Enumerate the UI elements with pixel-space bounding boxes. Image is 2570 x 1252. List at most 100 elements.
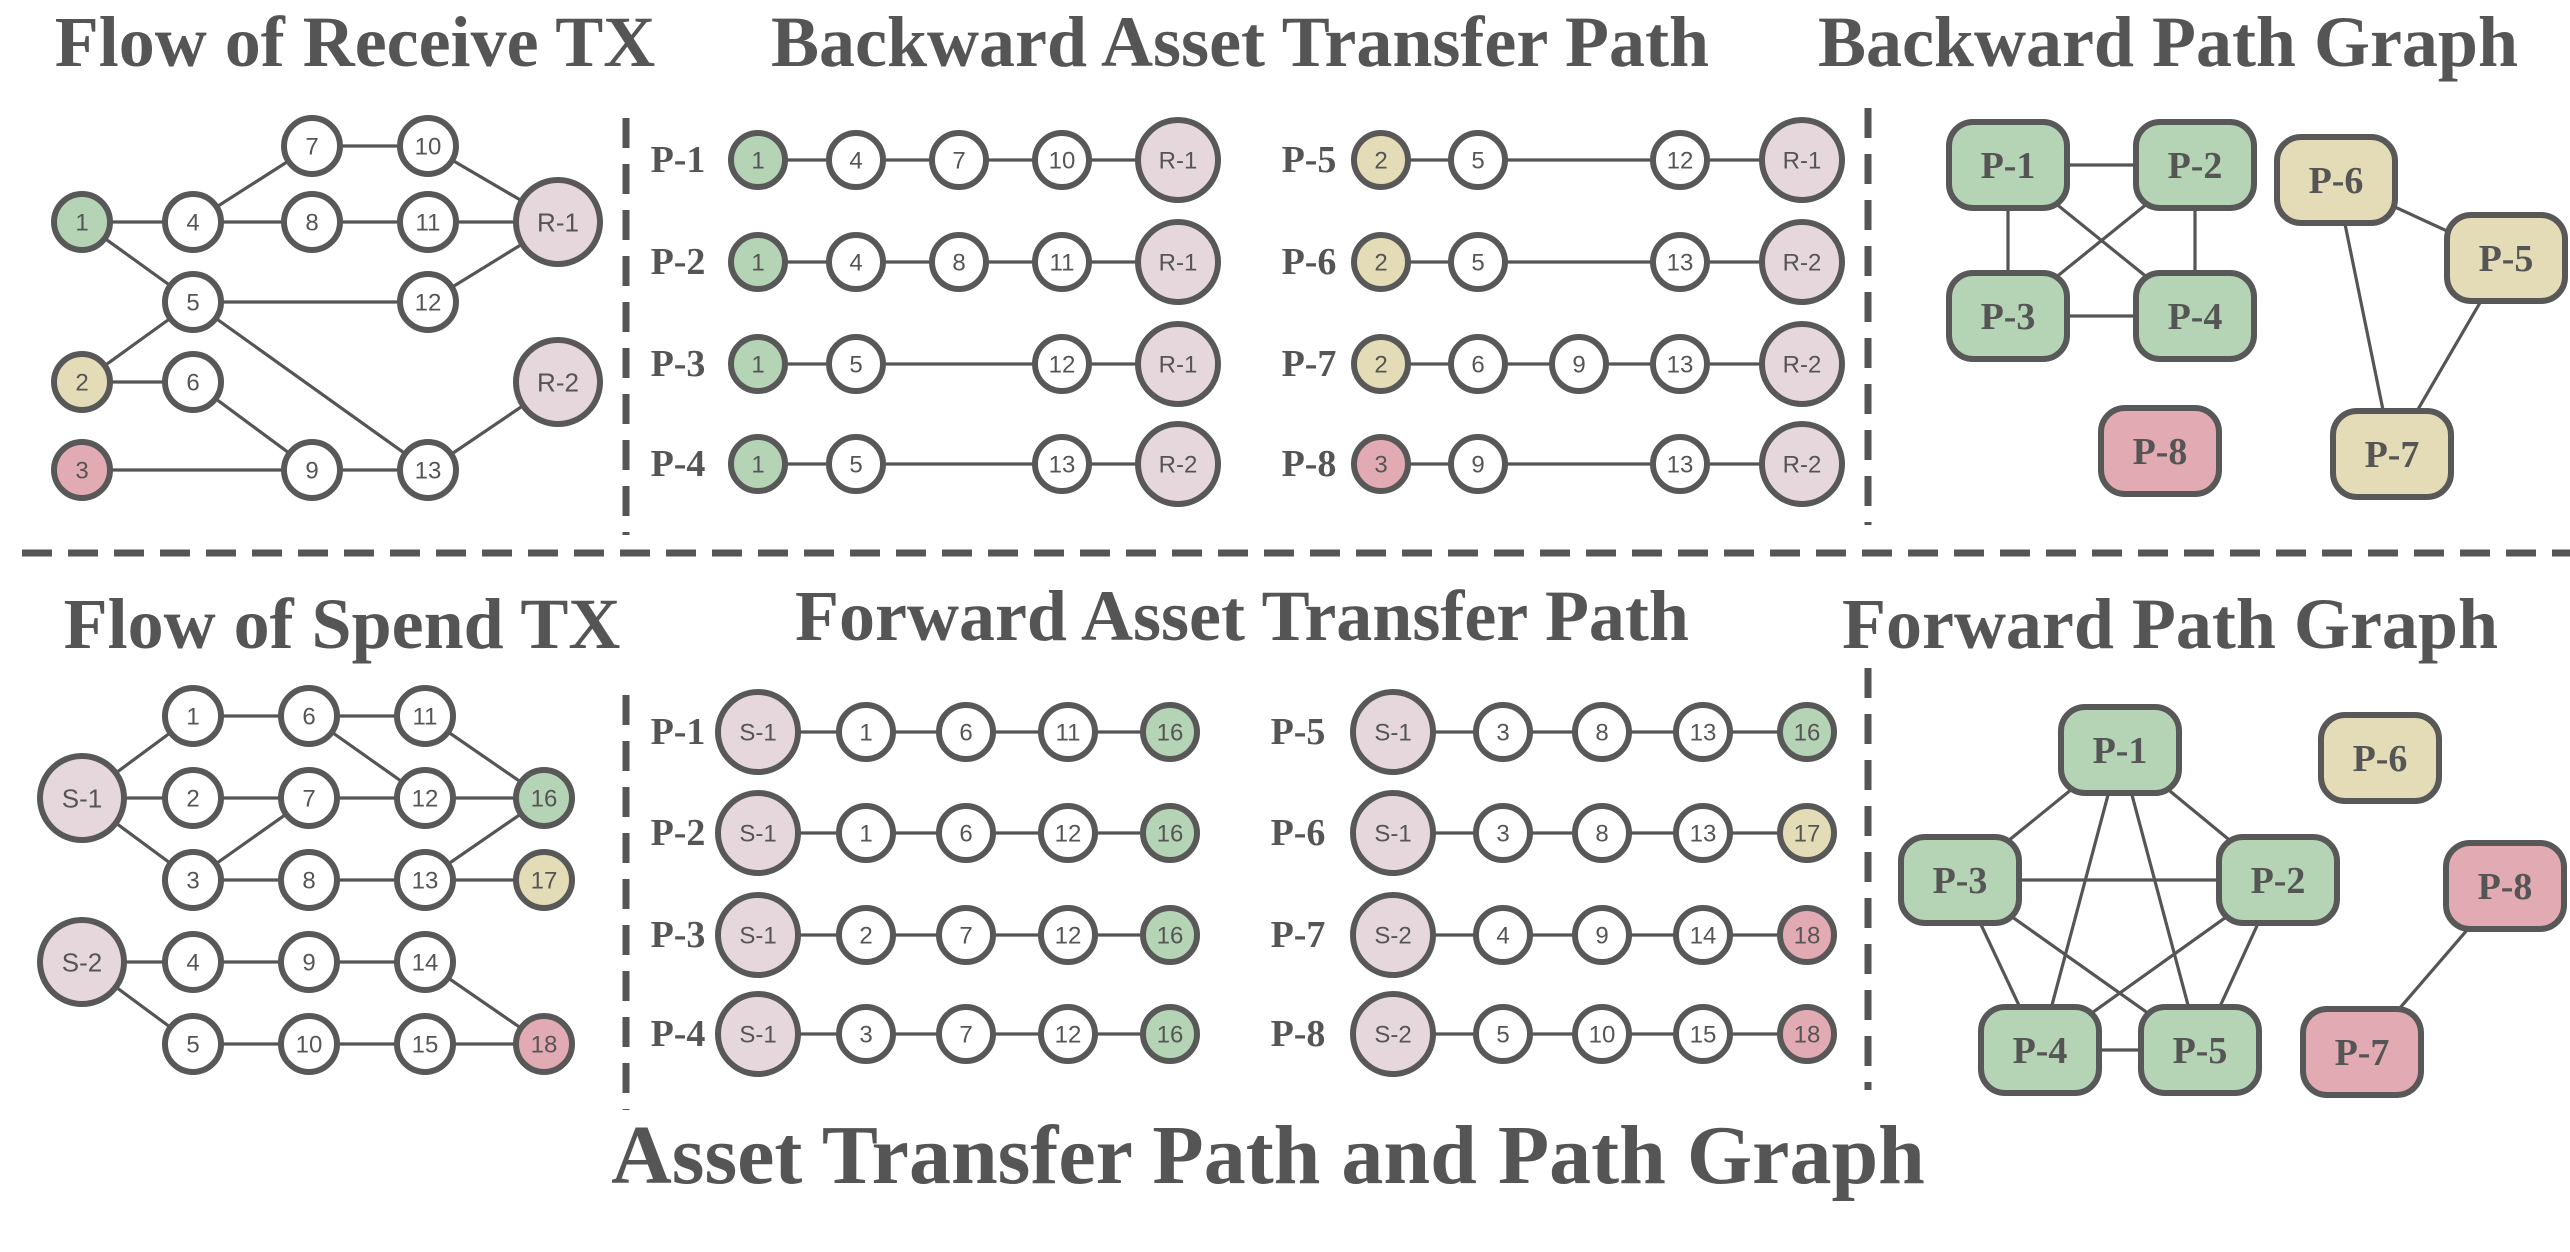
backward-path-node-2: 2 [1351,130,1411,190]
forward-path-node-18: 18 [1777,905,1837,965]
backward-path-node-13: 13 [1650,232,1710,292]
backward-path-label: P-1 [651,139,706,181]
backward-graph-node-p-2: P-2 [2133,119,2257,211]
backward-path-node-13-circle [1650,434,1710,494]
spend-node-3-label: 3 [186,868,199,895]
forward-path-node-s-1: S-1 [715,991,801,1077]
forward-path-node-16: 16 [1140,702,1200,762]
receive-node-r-2-circle [513,337,603,427]
forward-path-node-3: 3 [1473,803,1533,863]
section-titles: Flow of Receive TX Backward Asset Transf… [55,2,2518,1202]
backward-path-node-r-2: R-2 [1759,219,1845,305]
forward-path-node-13-circle [1673,803,1733,863]
backward-path-label: P-5 [1282,139,1337,181]
forward-graph-edge-p-1-p-4 [2038,749,2122,1051]
backward-path-label: P-7 [1282,343,1337,385]
figure-caption: Asset Transfer Path and Path Graph [611,1109,1925,1202]
forward-path-node-s-1-circle [715,790,801,876]
spend-node-9-circle [278,931,340,993]
forward-path-node-18-label: 18 [1794,1022,1821,1049]
forward-path-node-6-label: 6 [959,821,972,848]
spend-node-s-1-label: S-1 [62,783,102,813]
forward-path-node-1-label: 1 [859,720,872,747]
forward-graph-node-label: P-1 [2093,730,2148,772]
forward-path-node-2-label: 2 [859,923,872,950]
forward-path-node-s-1: S-1 [715,892,801,978]
forward-path-node-18-circle [1777,1004,1837,1064]
receive-node-9-circle [281,439,343,501]
receive-node-3-label: 3 [75,458,88,485]
backward-path-node-r-2-label: R-2 [1783,452,1822,479]
backward-path-node-11-label: 11 [1050,250,1075,277]
forward-graph-node-label: P-4 [2013,1030,2068,1072]
backward-path-node-r-1-circle [1135,219,1221,305]
forward-path-node-16-label: 16 [1157,821,1184,848]
spend-node-12-label: 12 [412,786,439,813]
receive-node-4-circle [162,191,224,253]
backward-path-node-5-label: 5 [1471,250,1484,277]
forward-graph-node-p-6: P-6 [2318,712,2442,804]
forward-path-node-7: 7 [936,1004,996,1064]
forward-path-node-16-circle [1140,905,1200,965]
spend-node-9: 9 [278,931,340,993]
spend-node-17-label: 17 [531,868,558,895]
forward-graph-node-p-4: P-4 [1978,1004,2102,1096]
backward-graph-node-label: P-4 [2168,296,2223,338]
backward-graph-node-box [2098,405,2222,497]
spend-node-17: 17 [513,849,575,911]
spend-node-s-2-circle [37,917,127,1007]
backward-path-node-6-circle [1448,334,1508,394]
forward-path-node-12-label: 12 [1055,821,1082,848]
spend-node-7-label: 7 [302,786,315,813]
forward-path-node-18: 18 [1777,1004,1837,1064]
spend-node-16: 16 [513,767,575,829]
spend-node-12: 12 [394,767,456,829]
backward-path-node-9: 9 [1448,434,1508,494]
backward-path-node-13-label: 13 [1049,452,1076,479]
backward-path-node-9-label: 9 [1572,352,1585,379]
forward-path-node-s-1-label: S-1 [1374,720,1411,747]
forward-path-node-9-circle [1572,905,1632,965]
backward-path-node-r-1: R-1 [1135,219,1221,305]
spend-node-18-circle [513,1013,575,1075]
backward-path-node-r-2-circle [1135,421,1221,507]
backward-path-label: P-3 [651,343,706,385]
spend-node-s-2-label: S-2 [62,947,102,977]
forward-path-node-s-1: S-1 [715,790,801,876]
backward-path-label: P-4 [651,443,706,485]
backward-path-node-r-2: R-2 [1759,421,1845,507]
backward-path-node-5: 5 [826,334,886,394]
spend-node-7-circle [278,767,340,829]
forward-path-node-16: 16 [1140,1004,1200,1064]
backward-graph-node-p-3: P-3 [1946,270,2070,362]
receive-node-11-label: 11 [416,210,441,237]
backward-path-node-r-1-label: R-1 [1159,250,1198,277]
forward-path-node-16-circle [1140,1004,1200,1064]
backward-graph-node-box [1946,119,2070,211]
backward-path-node-4-label: 4 [849,250,862,277]
spend-node-15-label: 15 [412,1032,439,1059]
receive-node-9: 9 [281,439,343,501]
forward-path-node-s-1-circle [715,689,801,775]
receive-node-5: 5 [162,271,224,333]
forward-path-node-s-2: S-2 [1350,991,1436,1077]
backward-path-node-2-circle [1351,334,1411,394]
receive-node-10: 10 [397,115,459,177]
forward-path-node-3-circle [1473,803,1533,863]
forward-path-node-13: 13 [1673,702,1733,762]
forward-graph-node-p-3: P-3 [1898,834,2022,926]
forward-path-label: P-6 [1271,812,1326,854]
forward-path-node-15-circle [1673,1004,1733,1064]
forward-path-node-s-1-label: S-1 [1374,821,1411,848]
receive-node-8-label: 8 [305,210,318,237]
forward-path-node-s-2-circle [1350,991,1436,1077]
forward-graph-node-p-8: P-8 [2443,840,2567,932]
forward-graph-node-p-5: P-5 [2138,1004,2262,1096]
backward-path-node-1: 1 [728,434,788,494]
receive-node-r-1: R-1 [513,177,603,267]
